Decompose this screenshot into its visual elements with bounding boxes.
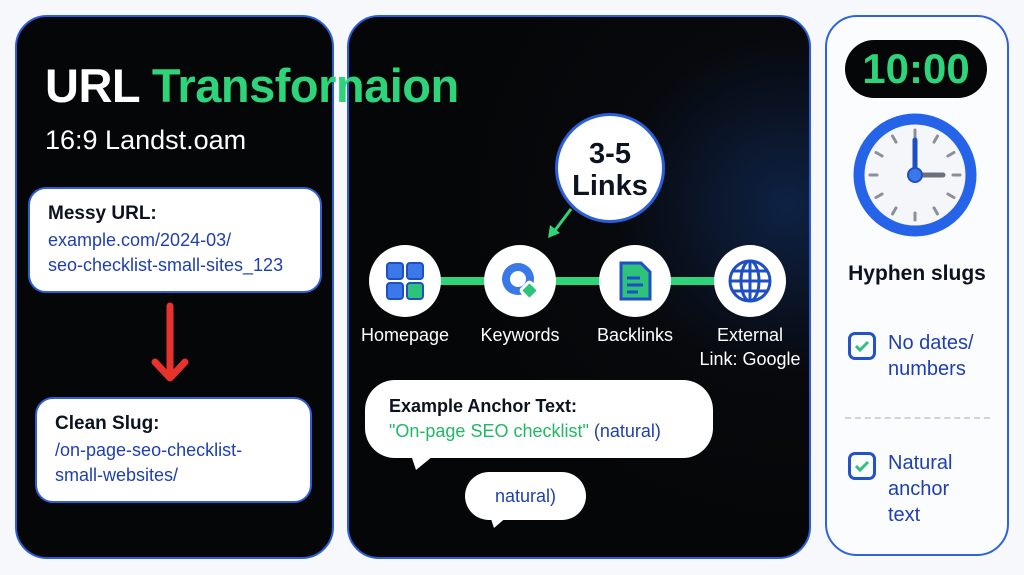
clock-tick — [891, 134, 898, 144]
checklist-item: Natural anchor text — [848, 450, 968, 528]
backlinks-node[interactable] — [599, 245, 671, 317]
connector-line — [440, 277, 716, 285]
node-label: Homepage — [360, 325, 450, 345]
globe-icon — [728, 259, 772, 303]
clock-tick — [874, 192, 884, 199]
messy-url-line: seo-checklist-small-sites_123 — [48, 255, 284, 275]
clock-tick — [946, 151, 956, 158]
bubble-tail — [490, 516, 508, 528]
clean-slug-card: Clean Slug: /on-page-seo-checklist- smal… — [35, 397, 312, 503]
keywords-node[interactable] — [484, 245, 556, 317]
node-label: Keywords — [480, 325, 560, 345]
target-icon — [502, 263, 540, 301]
clean-slug-line: /on-page-seo-checklist- — [55, 440, 243, 460]
messy-url-line: example.com/2024-03/ — [48, 230, 232, 250]
document-icon — [619, 261, 652, 301]
divider — [845, 417, 990, 419]
natural-bubble: natural) — [465, 472, 586, 520]
node-label: Backlinks — [596, 325, 674, 345]
clock-tick — [932, 134, 939, 144]
clock-icon — [853, 113, 977, 237]
timer-display: 10:00 — [845, 40, 987, 98]
checklist-item: No dates/ numbers — [848, 330, 998, 382]
bubble-tail — [410, 452, 438, 470]
subtitle: 16:9 Landst.oam — [45, 125, 247, 155]
messy-url-heading: Messy URL: — [48, 203, 157, 224]
grid-icon — [386, 262, 424, 300]
external-link-node[interactable] — [714, 245, 786, 317]
hyphen-slugs-heading: Hyphen slugs — [848, 262, 986, 285]
anchor-text-bubble: Example Anchor Text: "On-page SEO checkl… — [365, 380, 713, 458]
checkbox-checked-icon — [848, 452, 876, 480]
clean-slug-heading: Clean Slug: — [55, 413, 160, 434]
arrow-icon — [548, 208, 573, 238]
homepage-node[interactable] — [369, 245, 441, 317]
checkbox-checked-icon — [848, 332, 876, 360]
messy-url-card: Messy URL: example.com/2024-03/ seo-chec… — [28, 187, 322, 293]
clock-tick — [946, 192, 956, 199]
clock-tick — [874, 151, 884, 158]
down-arrow-icon — [151, 302, 189, 382]
checklist-panel — [825, 15, 1009, 556]
clean-slug-line: small-websites/ — [55, 465, 179, 485]
clock-tick — [891, 206, 898, 216]
page-title: URL Transfornaion — [45, 59, 459, 112]
clock-tick — [932, 206, 939, 216]
